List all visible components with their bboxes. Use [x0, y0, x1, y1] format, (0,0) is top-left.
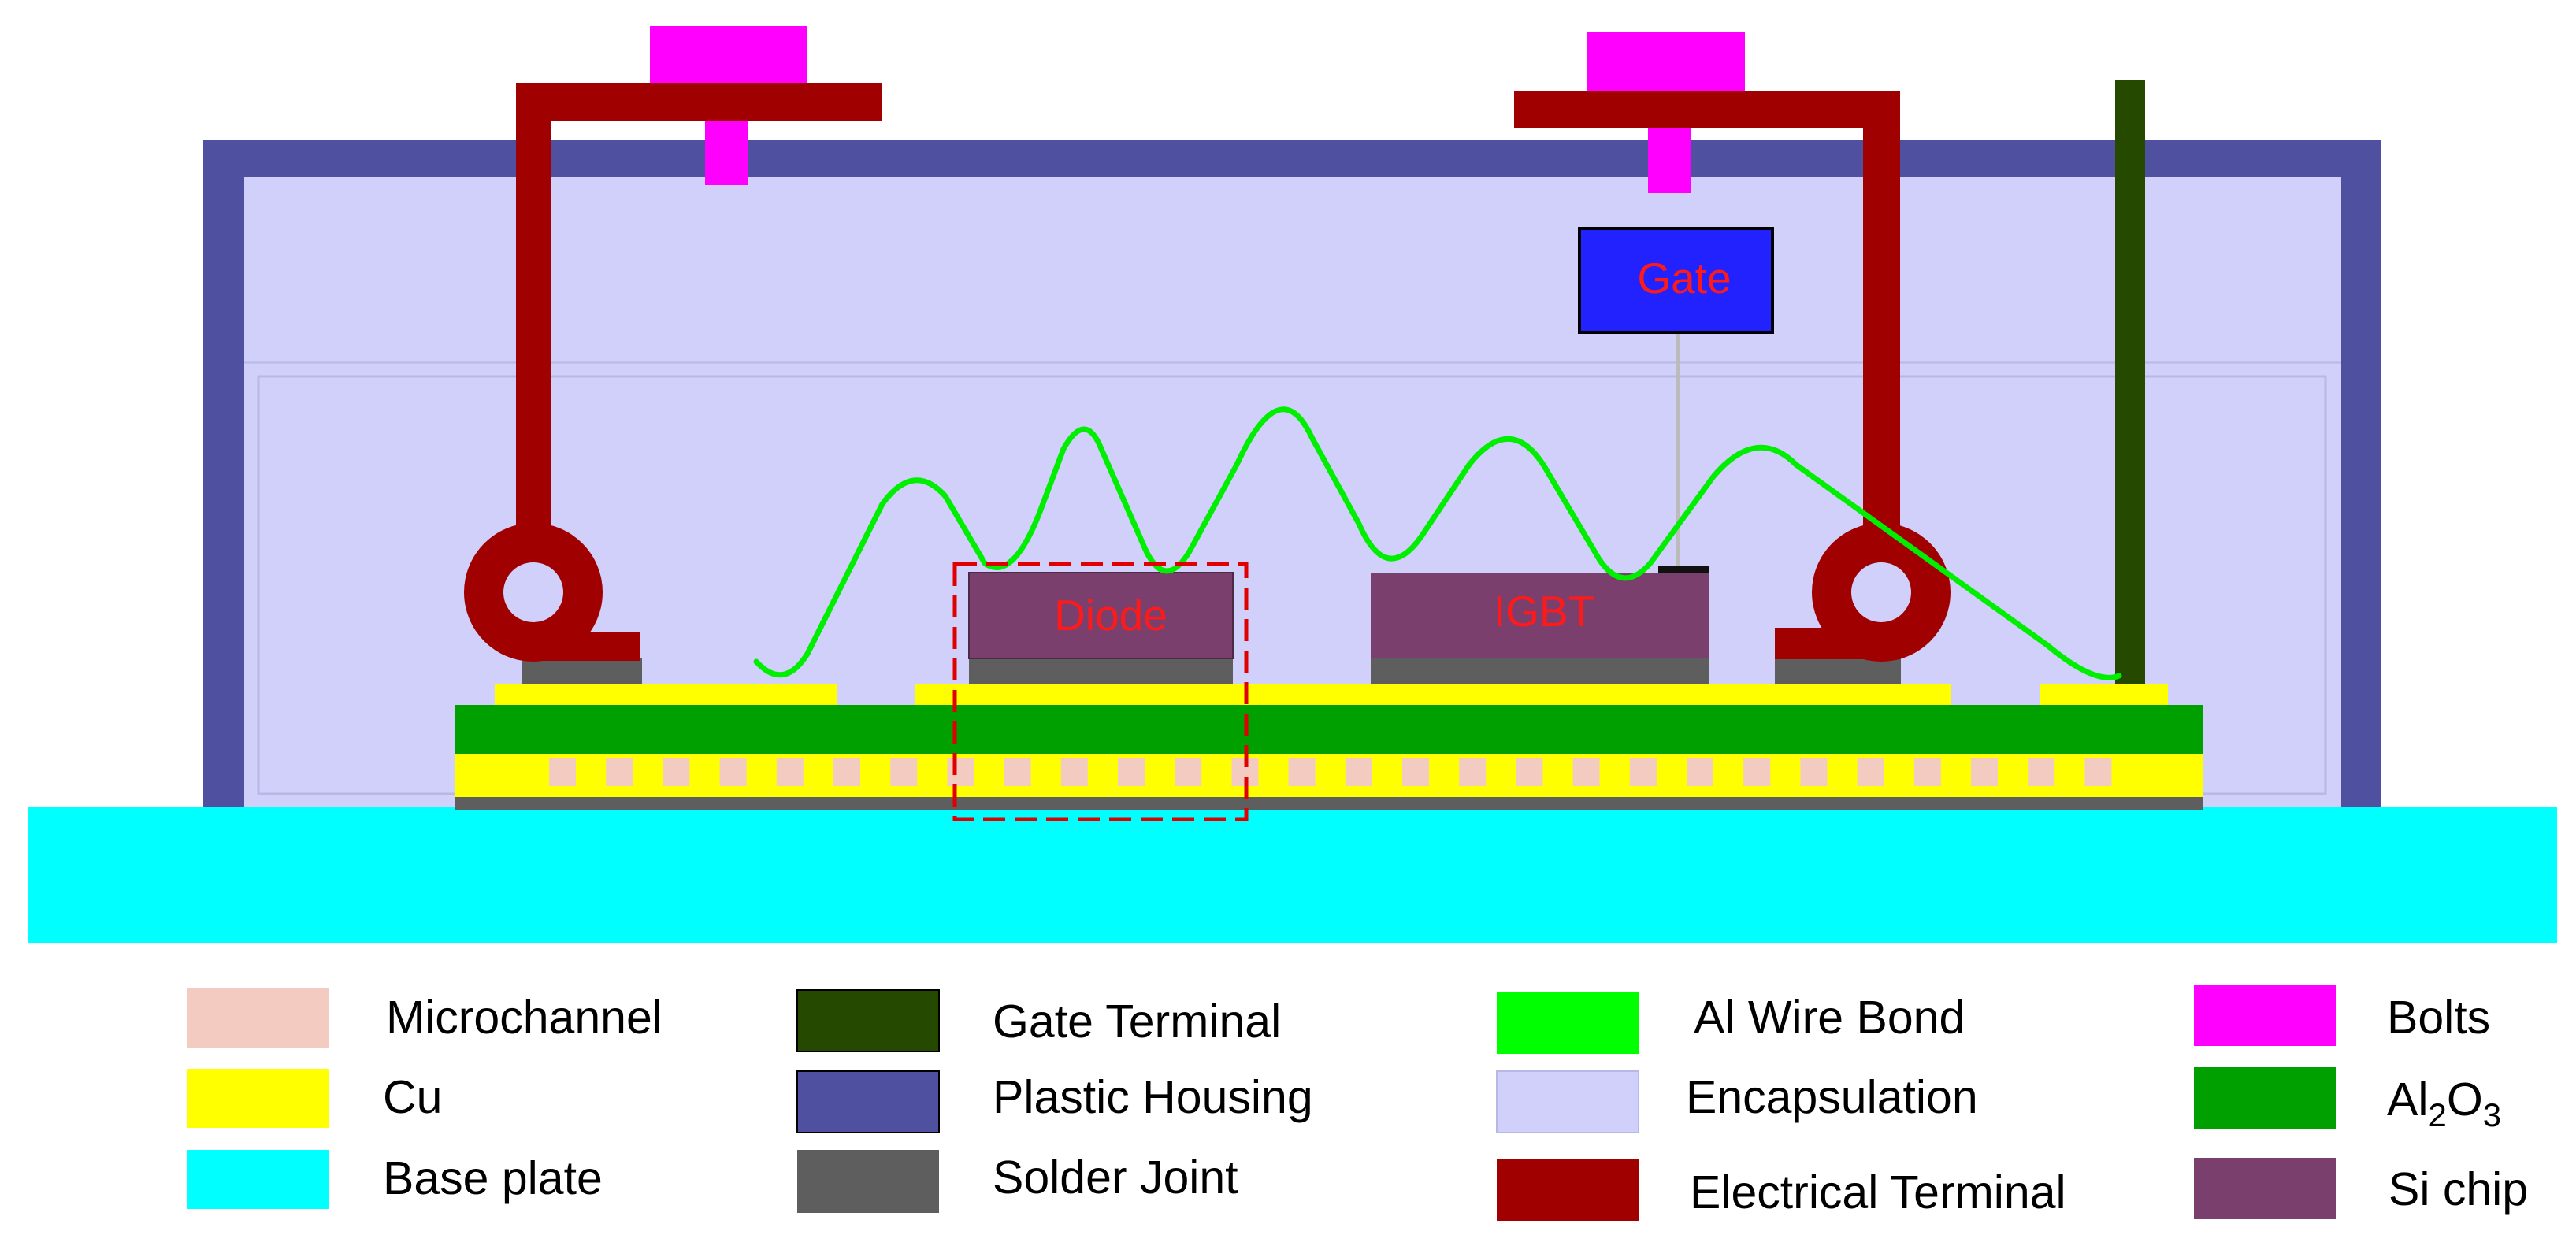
- microchannel: [1004, 758, 1031, 786]
- al2o3-sub-3: 3: [2483, 1096, 2501, 1133]
- al2o3-o: O: [2447, 1074, 2483, 1125]
- microchannels: [549, 758, 2112, 786]
- microchannel: [549, 758, 576, 786]
- terminal-hole-left: [503, 562, 563, 622]
- diode-label: Diode: [1054, 591, 1167, 640]
- legend-swatch-encapsulation: [1496, 1070, 1639, 1133]
- legend-swatch-solder-joint: [797, 1150, 939, 1213]
- legend-label-base-plate: Base plate: [383, 1152, 603, 1204]
- solder-joint-igbt: [1371, 658, 1709, 684]
- bolt-right: [1587, 32, 1745, 193]
- microchannel: [1175, 758, 1202, 786]
- gate-terminal-rod: [2115, 80, 2145, 684]
- legend-label-plastic-housing: Plastic Housing: [993, 1071, 1313, 1123]
- igbt-gate-pad: [1658, 566, 1709, 573]
- cu-top-trace-left: [495, 684, 837, 705]
- legend-label-microchannel: Microchannel: [386, 992, 663, 1044]
- microchannel: [1971, 758, 1998, 786]
- microchannel: [663, 758, 690, 786]
- microchannel: [1402, 758, 1429, 786]
- gate-label: Gate: [1637, 254, 1731, 302]
- legend-label-bolts: Bolts: [2387, 992, 2490, 1044]
- legend-swatch-microchannel: [187, 988, 329, 1048]
- al2o3-sub-2: 2: [2428, 1096, 2446, 1133]
- microchannel: [1687, 758, 1713, 786]
- microchannel: [1516, 758, 1543, 786]
- legend-label-si-chip: Si chip: [2389, 1163, 2528, 1215]
- microchannel: [1800, 758, 1828, 786]
- cu-top-trace-center: [915, 684, 1951, 705]
- microchannel: [1572, 758, 1600, 786]
- microchannel: [776, 758, 804, 786]
- legend-label-solder-joint: Solder Joint: [993, 1151, 1238, 1203]
- microchannel: [606, 758, 633, 786]
- microchannel: [1913, 758, 1941, 786]
- bottom-solder-strip: [455, 797, 2203, 810]
- legend-label-al-wire-bond: Al Wire Bond: [1694, 992, 1965, 1044]
- legend-label-electrical-terminal: Electrical Terminal: [1690, 1166, 2066, 1218]
- microchannel: [1459, 758, 1487, 786]
- microchannel: [1288, 758, 1316, 786]
- legend-swatch-electrical-terminal: [1497, 1159, 1639, 1221]
- legend-swatch-si-chip: [2194, 1158, 2336, 1219]
- microchannel: [1743, 758, 1771, 786]
- bolt-left: [650, 26, 807, 185]
- microchannel: [1629, 758, 1657, 786]
- legend: Microchannel Cu Base plate Gate Terminal…: [187, 985, 2528, 1221]
- legend-label-al2o3: Al2O3: [2387, 1074, 2501, 1133]
- legend-label-gate-terminal: Gate Terminal: [993, 996, 1281, 1048]
- legend-label-cu: Cu: [383, 1071, 442, 1123]
- microchannel: [833, 758, 860, 786]
- cu-top-trace-right: [2040, 684, 2168, 705]
- si-chip-igbt: [1371, 573, 1709, 658]
- al2o3-al: Al: [2387, 1074, 2428, 1125]
- legend-swatch-plastic-housing: [796, 1070, 940, 1133]
- al-wire-bond: [753, 406, 2122, 680]
- legend-swatch-al2o3: [2194, 1067, 2336, 1129]
- microchannel: [1060, 758, 1088, 786]
- cu-bottom-layer: [455, 754, 2203, 797]
- si-chip-diode: [968, 572, 1234, 659]
- microchannel: [719, 758, 747, 786]
- microchannel: [1345, 758, 1372, 786]
- igbt-label: IGBT: [1494, 587, 1594, 636]
- al2o3-layer: [455, 705, 2203, 754]
- microchannel: [1118, 758, 1145, 786]
- legend-swatch-gate-terminal: [796, 989, 940, 1052]
- legend-label-encapsulation: Encapsulation: [1686, 1071, 1978, 1123]
- base-plate: [28, 807, 2557, 943]
- legend-swatch-bolts: [2194, 985, 2336, 1046]
- microchannel: [890, 758, 918, 786]
- terminal-hole-right: [1851, 562, 1911, 622]
- solder-joint-left-terminal: [522, 658, 642, 684]
- solder-joint-diode: [969, 658, 1233, 684]
- legend-swatch-cu: [187, 1069, 329, 1128]
- solder-joint-right-terminal: [1775, 658, 1901, 684]
- gate-box: [1578, 227, 1774, 334]
- legend-swatch-base-plate: [187, 1150, 329, 1209]
- legend-swatch-al-wire-bond: [1497, 992, 1639, 1054]
- microchannel: [947, 758, 974, 786]
- microchannel: [1857, 758, 1884, 786]
- microchannel: [2028, 758, 2055, 786]
- microchannel: [2084, 758, 2112, 786]
- diode-highlight-box: [952, 562, 1249, 821]
